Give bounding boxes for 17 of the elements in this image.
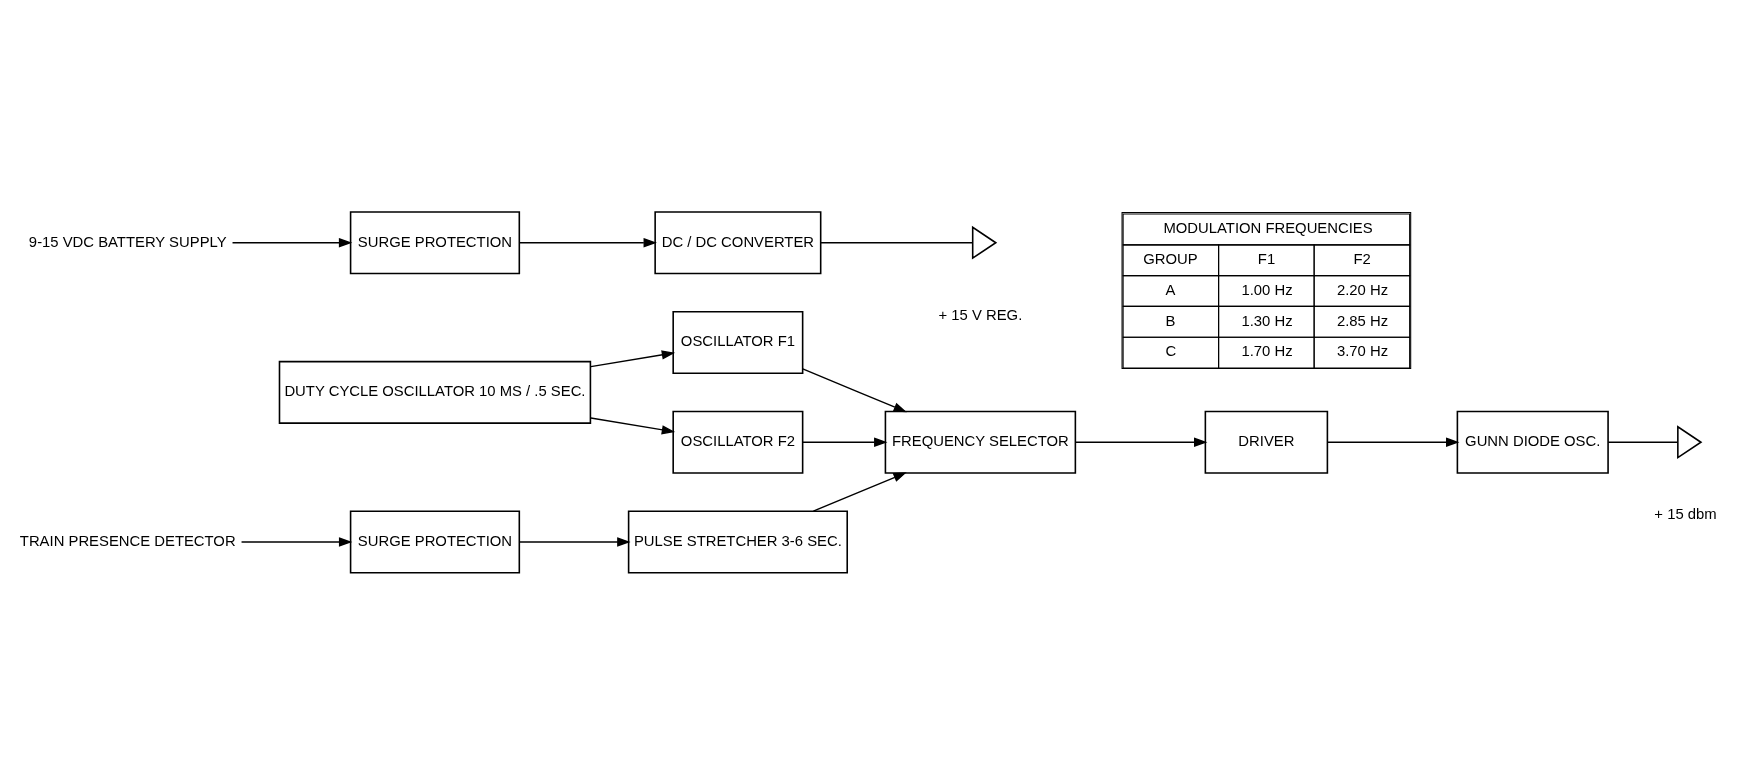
- label: F1: [1257, 251, 1276, 268]
- label: B: [1165, 312, 1176, 329]
- label: MODULATION FREQUENCIES: [1163, 220, 1373, 237]
- node-label: + 15 V REG.: [938, 306, 1023, 323]
- label: GROUP: [1143, 251, 1198, 268]
- node-label: + 15 dbm: [1654, 506, 1717, 523]
- label: 2.20 Hz: [1336, 281, 1389, 298]
- label: 2.85 Hz: [1336, 312, 1389, 329]
- node-text: 9-15 VDC BATTERY SUPPLY: [28, 233, 227, 250]
- label: F2: [1353, 251, 1371, 268]
- label: C: [1165, 343, 1177, 360]
- label: 1.70 Hz: [1241, 343, 1293, 360]
- label: 1.30 Hz: [1241, 312, 1293, 329]
- node-text: TRAIN PRESENCE DETECTOR: [19, 532, 236, 549]
- label: 3.70 Hz: [1336, 343, 1389, 360]
- label: 1.00 Hz: [1241, 281, 1293, 298]
- label: A: [1165, 281, 1176, 298]
